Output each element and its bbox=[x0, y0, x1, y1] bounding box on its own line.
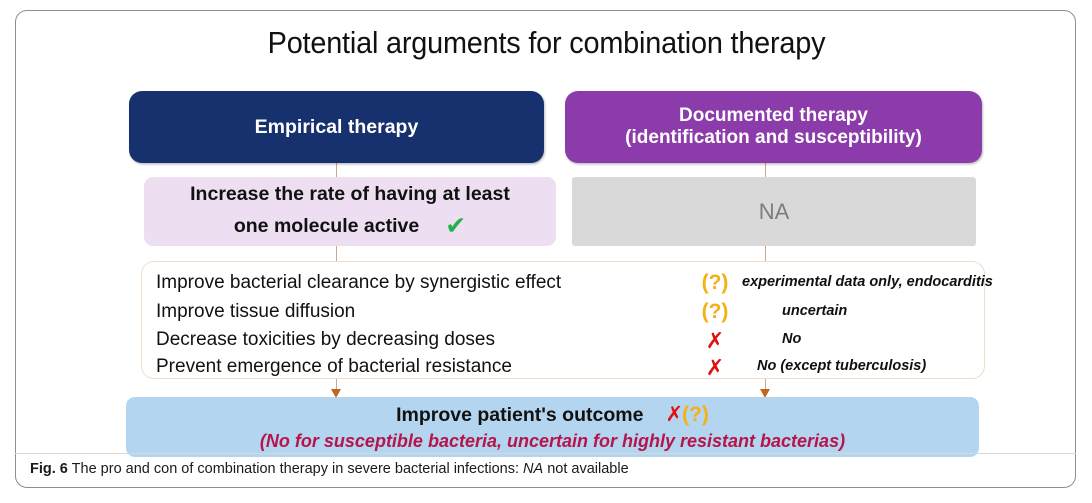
arrow-empirical-to-outcome bbox=[331, 389, 341, 398]
connector-empirical-lower bbox=[336, 369, 338, 395]
list-item: Improve bacterial clearance by synergist… bbox=[156, 270, 984, 296]
na-label: NA bbox=[758, 198, 790, 224]
figure-frame: Potential arguments for combination ther… bbox=[15, 10, 1076, 488]
header-documented-label-line1: Documented therapy bbox=[679, 104, 868, 126]
argument-note: uncertain bbox=[782, 303, 848, 319]
check-mark-icon: ✔ bbox=[445, 211, 467, 240]
argument-symbol-cross: ✗ bbox=[705, 328, 725, 353]
caption-text-before: The pro and con of combination therapy i… bbox=[71, 461, 519, 477]
question-mark-icon: (?) bbox=[682, 403, 709, 427]
figure-caption: Fig. 6 The pro and con of combination th… bbox=[30, 460, 1050, 479]
increase-rate-line1: Increase the rate of having at least bbox=[190, 183, 510, 206]
argument-symbol-cross: ✗ bbox=[705, 355, 725, 380]
argument-note: No (except tuberculosis) bbox=[757, 358, 927, 374]
connector-documented-upper bbox=[765, 153, 767, 183]
connector-empirical-upper bbox=[336, 153, 338, 183]
outcome-title-row: Improve patient's outcome ✗ (?) bbox=[396, 404, 709, 426]
caption-abbrev: NA bbox=[523, 461, 544, 477]
connector-documented-lower bbox=[765, 369, 767, 395]
connector-documented-mid bbox=[765, 239, 767, 269]
outcome-title: Improve patient's outcome bbox=[396, 404, 644, 427]
box-increase-rate-active-molecule: Increase the rate of having at least one… bbox=[144, 177, 556, 246]
argument-symbol-question: (?) bbox=[701, 300, 729, 323]
cross-mark-icon: ✗ bbox=[665, 403, 684, 427]
header-empirical-therapy: Empirical therapy bbox=[129, 91, 544, 163]
caption-label: Fig. 6 bbox=[30, 461, 68, 477]
arrow-documented-to-outcome bbox=[760, 389, 770, 398]
box-improve-patient-outcome: Improve patient's outcome ✗ (?) (No for … bbox=[126, 397, 979, 457]
list-item: Prevent emergence of bacterial resistanc… bbox=[156, 354, 984, 380]
figure-canvas: Potential arguments for combination ther… bbox=[16, 11, 1077, 457]
list-item: Decrease toxicities by decreasing doses bbox=[156, 327, 984, 353]
increase-rate-line2: one molecule active bbox=[233, 215, 420, 237]
argument-note: experimental data only, endocarditis bbox=[742, 274, 993, 290]
arguments-list: Improve bacterial clearance by synergist… bbox=[141, 261, 993, 380]
increase-rate-line2-row: one molecule active ✔ bbox=[233, 211, 467, 240]
figure-title: Potential arguments for combination ther… bbox=[267, 25, 826, 60]
connector-empirical-mid bbox=[336, 239, 338, 269]
caption-text-after: not available bbox=[547, 461, 629, 477]
header-documented-label-line2: (identification and susceptibility) bbox=[625, 127, 922, 148]
outcome-symbols: ✗ (?) bbox=[665, 404, 708, 425]
argument-text: Improve tissue diffusion bbox=[156, 301, 356, 322]
list-item: Improve tissue diffusion bbox=[156, 299, 984, 325]
header-empirical-label: Empirical therapy bbox=[254, 115, 419, 138]
argument-text: Improve bacterial clearance by synergist… bbox=[156, 272, 562, 293]
header-documented-therapy: Documented therapy (identification and s… bbox=[565, 91, 982, 163]
argument-note: No bbox=[782, 331, 802, 347]
argument-symbol-question: (?) bbox=[701, 271, 729, 294]
argument-text: Decrease toxicities by decreasing doses bbox=[156, 329, 496, 350]
caption-divider bbox=[15, 453, 1076, 454]
outcome-subtitle: (No for susceptible bacteria, uncertain … bbox=[259, 430, 846, 451]
argument-text: Prevent emergence of bacterial resistanc… bbox=[156, 356, 512, 377]
box-not-available: NA bbox=[572, 177, 976, 246]
